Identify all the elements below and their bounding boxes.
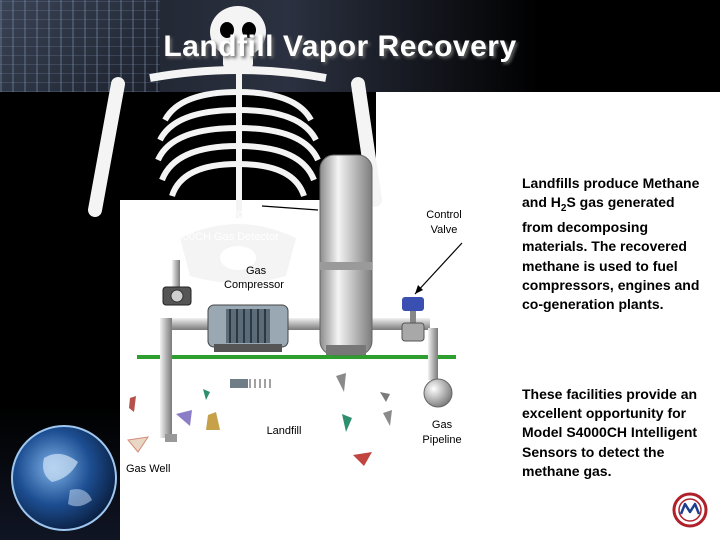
gas-pipeline-label-line1: Gas: [431, 419, 453, 431]
body-paragraph-2: These facilities provide an excellent op…: [522, 386, 698, 479]
gas-pipeline-sphere: [423, 378, 453, 408]
paragraph1-text-b: S gas generated from decomposing materia…: [522, 194, 700, 313]
compressor-label-line1: Gas: [246, 265, 267, 277]
company-logo-icon: [672, 492, 708, 528]
compressor-label-line2: Compressor: [224, 279, 284, 291]
slide-title: Landfill Vapor Recovery: [163, 30, 517, 63]
body-paragraph-1: Landfills produce Methane and H2S gas ge…: [522, 174, 702, 314]
paragraph1-text-a: Landfills produce Methane and H: [522, 175, 700, 211]
gas-well-label: Gas Well: [126, 463, 171, 475]
detector-label-line2: S4000CH Gas Detector: [163, 231, 279, 243]
control-valve-label-line1: Control: [426, 209, 462, 221]
detector-pointer-line: [261, 205, 319, 211]
gas-pipeline-label-line2: Pipeline: [422, 434, 462, 446]
landfill-label: Landfill: [266, 425, 302, 437]
valve-pointer-line: [414, 242, 463, 295]
gas-detector-icon: [162, 286, 192, 306]
compressor-icon: [207, 304, 289, 352]
landfill-debris: [127, 373, 392, 466]
storage-tank-icon: [319, 154, 373, 356]
globe-icon: [11, 425, 117, 531]
pipe-network: [160, 260, 438, 442]
detector-label-line1: Model: [228, 208, 258, 220]
title-banner: [0, 0, 720, 92]
circuit-board-image: [0, 0, 160, 92]
paragraph1-subscript: 2: [560, 203, 567, 214]
control-valve-icon: [401, 297, 425, 342]
control-valve-label-line2: Valve: [430, 224, 458, 236]
